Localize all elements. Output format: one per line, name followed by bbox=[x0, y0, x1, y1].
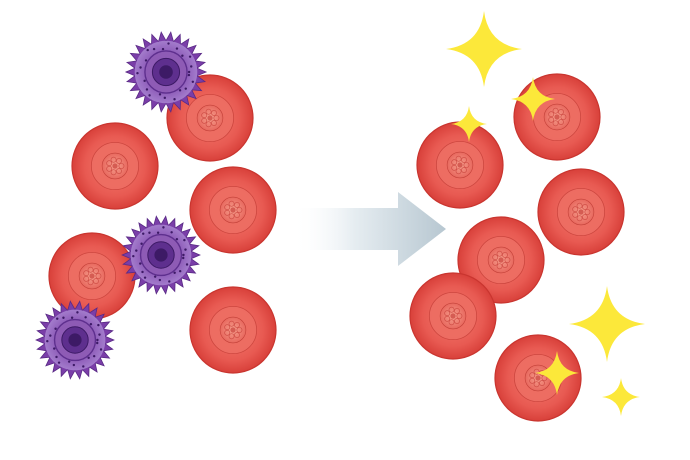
pathogen-virus bbox=[121, 215, 201, 295]
red-blood-cell bbox=[166, 74, 254, 162]
red-blood-cell bbox=[189, 166, 277, 254]
red-blood-cell bbox=[494, 334, 582, 422]
red-blood-cell bbox=[537, 168, 625, 256]
red-blood-cell bbox=[189, 286, 277, 374]
red-blood-cell bbox=[513, 73, 601, 161]
sparkle-group bbox=[446, 11, 645, 416]
red-blood-cell bbox=[409, 272, 497, 360]
sparkle-icon bbox=[569, 286, 645, 362]
pathogen-virus bbox=[124, 31, 208, 113]
sparkle-icon bbox=[451, 106, 487, 142]
pathogen-virus bbox=[35, 300, 115, 380]
sparkle-icon bbox=[446, 11, 522, 87]
healthy-cell-cluster bbox=[409, 73, 625, 422]
red-blood-cell bbox=[71, 122, 159, 210]
sparkle-icon bbox=[535, 351, 579, 395]
infected-cell-cluster bbox=[35, 31, 277, 380]
sparkle-icon bbox=[602, 378, 640, 416]
red-blood-cell bbox=[48, 232, 136, 320]
sparkle-icon bbox=[511, 77, 555, 121]
red-blood-cell bbox=[416, 121, 504, 209]
arrow-right-icon bbox=[292, 192, 446, 266]
